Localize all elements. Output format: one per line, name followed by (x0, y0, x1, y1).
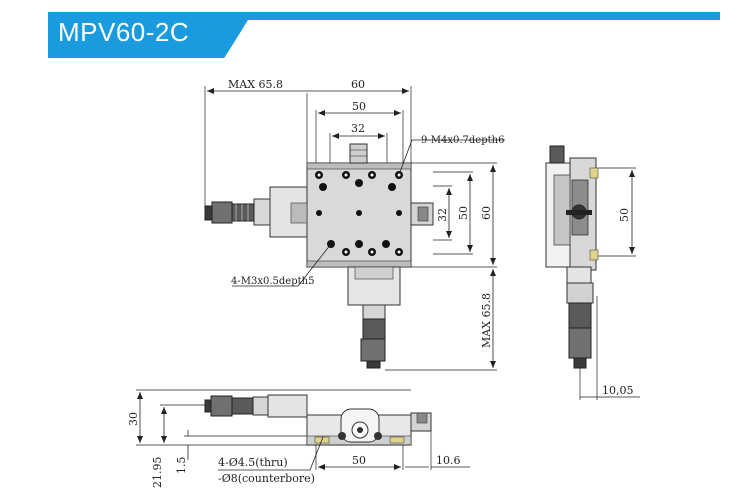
note-m4-holes: 9-M4x0.7depth6 (421, 135, 504, 146)
front-view (136, 389, 470, 471)
dim-bottom-30: 30 (127, 412, 140, 426)
dim-top-32: 32 (351, 122, 365, 135)
dim-right-60: 60 (480, 206, 493, 220)
dim-bottom-50: 50 (352, 454, 366, 467)
note-thru-holes: 4-Ø4.5(thru) (218, 456, 288, 469)
dim-bottom-2195: 21.95 (151, 457, 164, 489)
dim-top-max: MAX 65.8 (228, 78, 283, 91)
dim-top-60: 60 (351, 78, 365, 91)
side-view (545, 145, 640, 400)
note-m3-holes: 4-M3x0.5depth5 (231, 276, 314, 287)
header-tab (48, 12, 253, 58)
page-title: MPV60-2C (58, 17, 190, 47)
dim-bottom-106: 10.6 (436, 454, 461, 467)
top-view (204, 86, 505, 371)
header-bar: MPV60-2C (0, 0, 750, 60)
dim-top-50: 50 (352, 100, 366, 113)
dim-right-32: 32 (436, 208, 449, 222)
dim-right-max: MAX 65.8 (480, 293, 493, 348)
dim-right-50: 50 (457, 206, 470, 220)
dim-side-1005: 10,05 (602, 384, 634, 397)
note-counterbore: -Ø8(counterbore) (218, 472, 315, 485)
dimension-labels: MAX 65.8 60 50 32 9-M4x0.7depth6 4-M3x0.… (127, 78, 634, 488)
dim-side-50: 50 (618, 208, 631, 222)
dim-bottom-15: 1.5 (175, 457, 188, 475)
header-band (48, 12, 720, 20)
